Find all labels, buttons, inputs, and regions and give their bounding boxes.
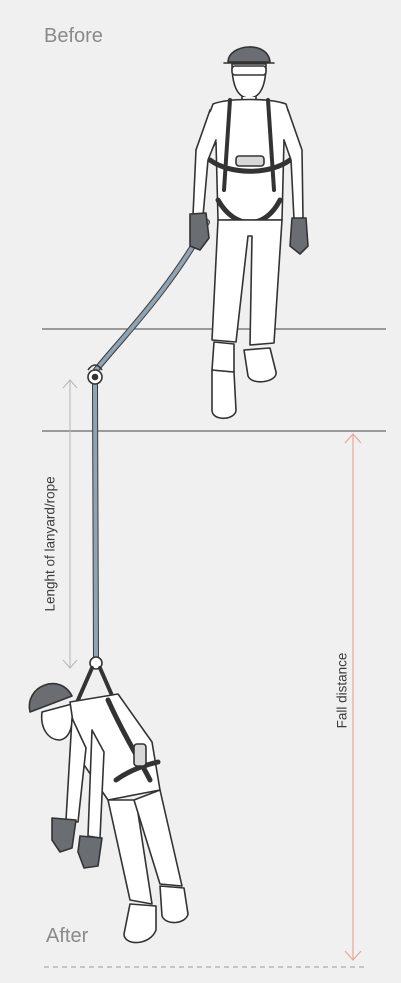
fall-distance-arrow xyxy=(344,433,362,961)
lanyard-length-arrow xyxy=(62,379,78,669)
anchor-point xyxy=(87,364,103,385)
after-label: After xyxy=(46,925,89,947)
lanyard-length-label: Lenght of lanyard/rope xyxy=(42,476,58,612)
worker-after xyxy=(28,656,189,944)
fall-distance-label: Fall distance xyxy=(334,652,350,729)
worker-before xyxy=(189,46,309,420)
before-label: Before xyxy=(44,25,103,47)
